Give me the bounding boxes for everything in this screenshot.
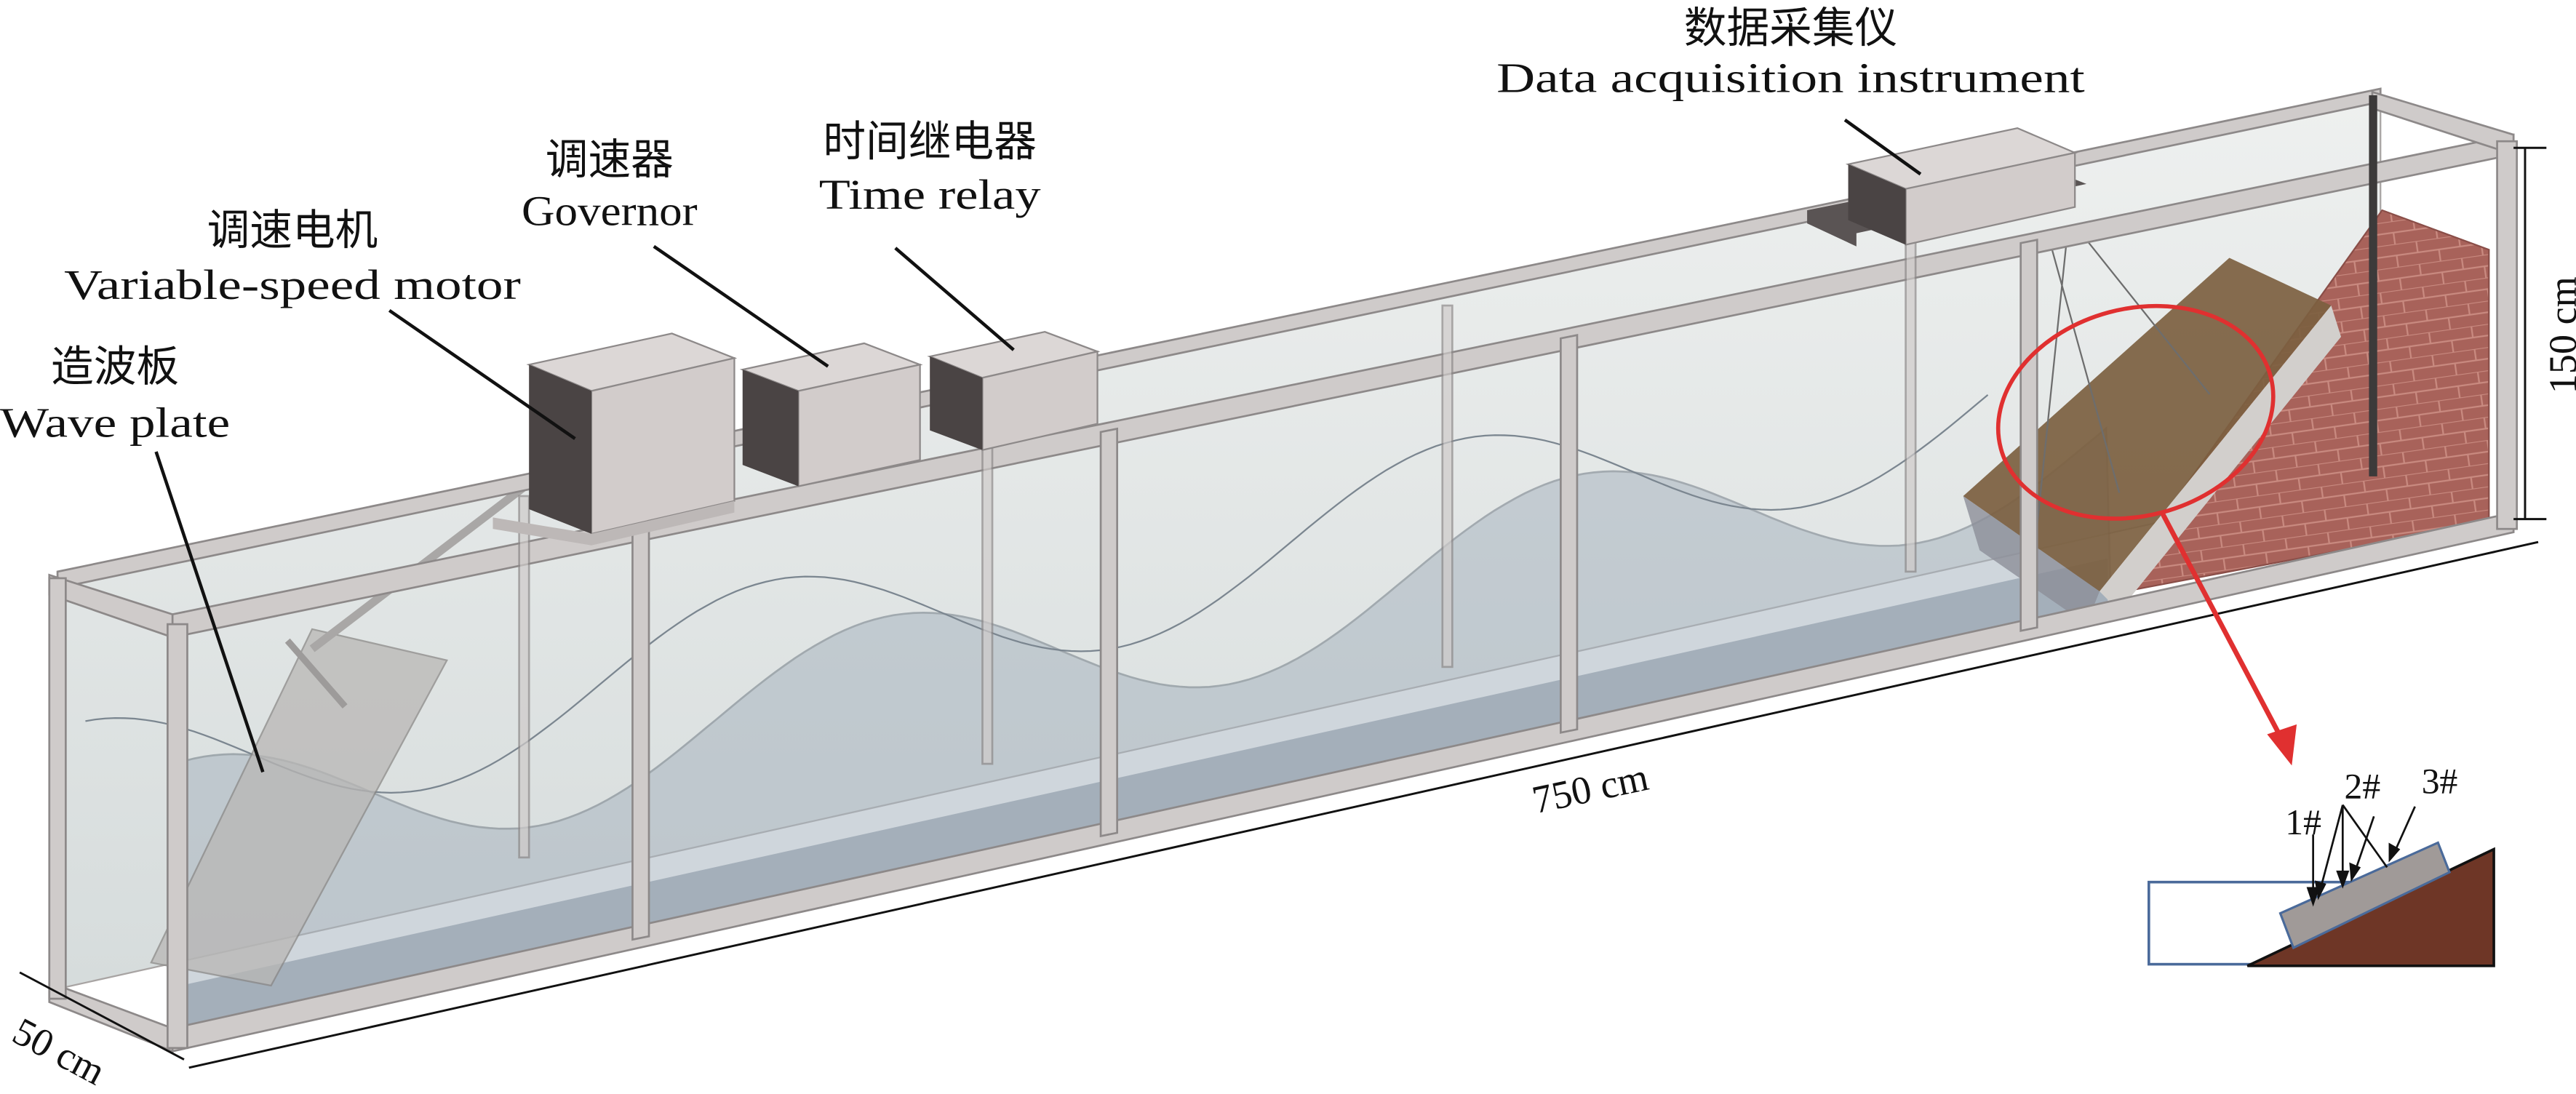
time-relay-label-en: Time relay (819, 171, 1042, 218)
leader-time-relay (894, 247, 1015, 351)
arrow-head-2a (2314, 880, 2326, 901)
right-end-post-dark (2369, 95, 2377, 476)
wave-plate-label-cn: 造波板 (51, 343, 179, 391)
wave-plate-label-en: Wave plate (0, 399, 230, 447)
motor-label-cn: 调速电机 (207, 207, 378, 254)
sensor-1-label: 1# (2285, 802, 2321, 842)
governor-box (739, 342, 923, 487)
left-end-post-back (48, 577, 67, 1000)
data-acquisition-box (1807, 127, 2087, 247)
slope-plate-side (2100, 306, 2342, 612)
wave-surface-back (85, 394, 1989, 794)
post (2019, 239, 2038, 632)
leader-governor (653, 244, 829, 368)
back-post (981, 401, 994, 765)
data-instrument-label-en: Data acquisition instrument (1496, 54, 2084, 101)
arrow-head-2c (2349, 862, 2361, 882)
motor-label-en: Variable-speed motor (64, 261, 521, 308)
motor-box (493, 332, 738, 546)
governor-label-cn: 调速器 (546, 136, 674, 183)
end-top-rail-right (2371, 90, 2515, 156)
post (1560, 334, 1579, 734)
governor-label-en: Governor (522, 187, 698, 234)
water-body (183, 426, 2113, 1039)
highlight-arrow-head (2267, 724, 2297, 766)
width-dimension-line (19, 971, 185, 1061)
motor-rod (309, 460, 558, 652)
post (1099, 427, 1118, 838)
back-post (1441, 304, 1454, 668)
plate-arm (284, 638, 348, 709)
length-dimension-line (188, 540, 2539, 1069)
wave-plate (150, 628, 448, 987)
inset-schematic: 1# 2# 3# (2148, 762, 2495, 967)
time-relay-box (927, 330, 1101, 452)
left-end-post-front (167, 623, 188, 1050)
arrow-head-2b (2336, 870, 2350, 889)
leader-motor (388, 308, 576, 440)
length-label: 750 cm (1528, 755, 1652, 822)
leader-data-instrument (1843, 119, 1922, 176)
sensor-2-label: 2# (2345, 767, 2381, 807)
data-instrument-label-cn: 数据采集仪 (1684, 5, 1898, 52)
sensor-3-label: 3# (2422, 762, 2458, 802)
back-post (518, 495, 530, 859)
sensor-wires (2036, 239, 2211, 526)
height-dimension-line (2513, 146, 2547, 521)
height-label: 150 cm (2541, 276, 2576, 394)
arrow-head-3 (2388, 842, 2401, 863)
right-end-post (2496, 140, 2519, 530)
highlight-arrow (2159, 511, 2286, 744)
leader-wave-plate (154, 451, 265, 773)
inset-sensor-leaders (2312, 804, 2416, 898)
arrow-head-1 (2306, 887, 2320, 907)
post (631, 524, 650, 941)
back-post (1905, 209, 1917, 573)
time-relay-label-cn: 时间继电器 (823, 119, 1037, 166)
